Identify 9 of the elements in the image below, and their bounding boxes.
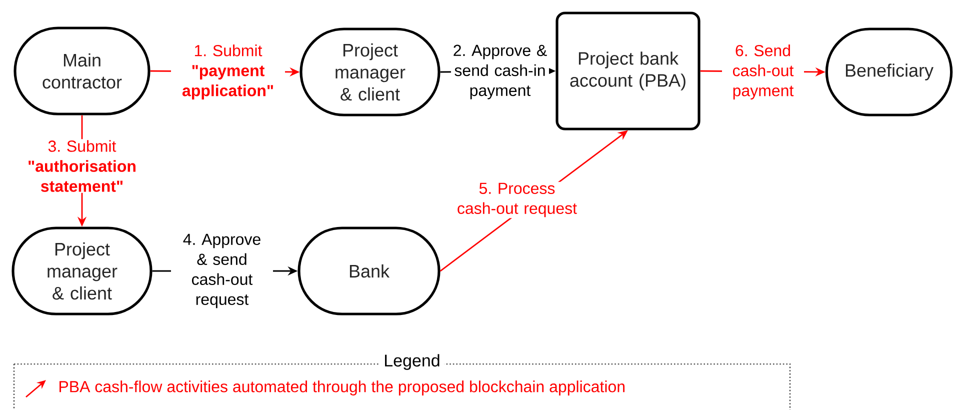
legend-title: Legend: [380, 350, 444, 374]
legend-text: PBA cash-flow activities automated through the proposed blockchain application: [60, 380, 624, 396]
edge-label: 2. Approve & send cash-in payment: [451, 44, 549, 100]
edge-label: 5. Process cash-out request: [446, 182, 588, 218]
edge-label: 1. Submit "payment application": [171, 44, 285, 100]
edge-label: 6. Send cash-out payment: [722, 44, 804, 100]
edge-label: 3. Submit "authorisation statement": [11, 139, 153, 193]
edge-label: 4. Approve & send cash-out request: [171, 232, 273, 310]
process-box: Project bank account (PBA): [556, 12, 700, 130]
